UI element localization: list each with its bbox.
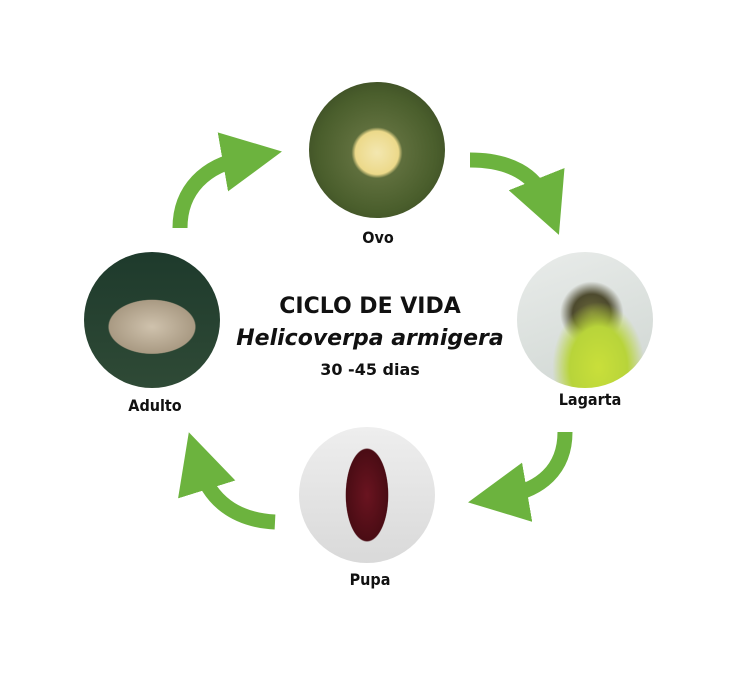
arrow-lagarta-to-pupa — [468, 431, 573, 522]
arrow-ovo-to-lagarta — [469, 152, 565, 235]
species-name: Helicoverpa armigera — [236, 326, 504, 351]
adult-moth-photo — [84, 252, 220, 388]
diagram-title: CICLO DE VIDA — [279, 294, 461, 319]
stage-label-ovo: Ovo — [362, 228, 394, 247]
stage-label-adulto: Adulto — [128, 396, 182, 415]
caterpillar-photo — [517, 252, 653, 388]
arrow-pupa-to-adulto — [178, 432, 276, 530]
stage-label-lagarta: Lagarta — [558, 390, 622, 409]
stage-label-pupa: Pupa — [349, 570, 391, 589]
arrow-adulto-to-ovo — [172, 132, 282, 229]
pupa-photo — [299, 427, 435, 563]
cycle-duration: 30 -45 dias — [320, 360, 420, 379]
egg-photo — [309, 82, 445, 218]
